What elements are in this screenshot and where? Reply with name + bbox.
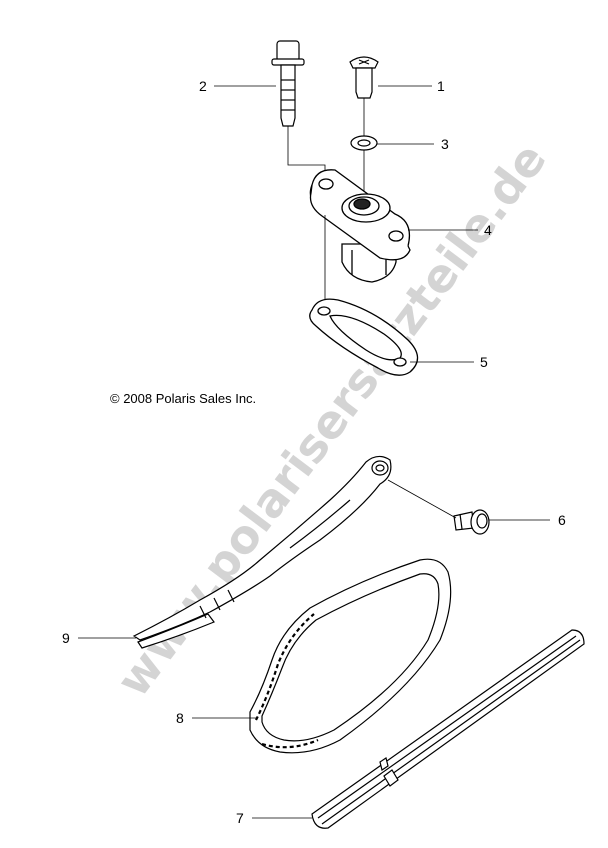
callout-8: 8	[176, 710, 184, 726]
callout-leaders	[78, 85, 550, 819]
tensioner-assembly	[309, 169, 411, 283]
washer	[350, 135, 378, 151]
bolt-guide-line	[287, 126, 326, 180]
gasket	[309, 298, 419, 376]
pivot-bolt	[453, 509, 490, 535]
callout-1: 1	[437, 78, 445, 94]
callout-6: 6	[558, 512, 566, 528]
chain-guide	[311, 629, 585, 829]
pivot-guide-line	[387, 479, 457, 519]
callout-2: 2	[199, 78, 207, 94]
copyright-notice: © 2008 Polaris Sales Inc.	[110, 391, 256, 406]
callout-9: 9	[62, 630, 70, 646]
screw-short	[349, 56, 379, 99]
bolt-long	[271, 40, 305, 127]
callout-7: 7	[236, 810, 244, 826]
callout-3: 3	[441, 136, 449, 152]
callout-4: 4	[484, 222, 492, 238]
callout-5: 5	[480, 354, 488, 370]
tensioner-arm	[132, 455, 392, 649]
timing-chain	[249, 558, 452, 754]
